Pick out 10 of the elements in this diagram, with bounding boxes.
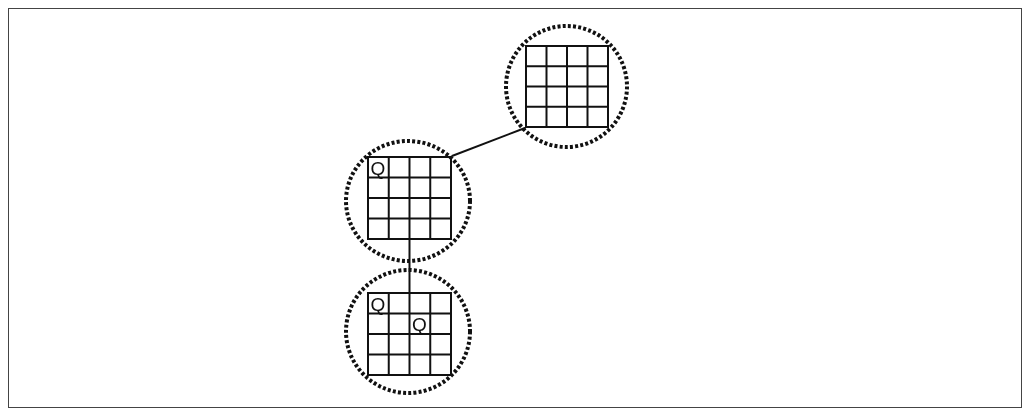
dotted-circle <box>344 268 472 395</box>
board-grid <box>367 156 452 240</box>
connector-line <box>408 239 411 293</box>
board-grid <box>525 45 609 128</box>
connector-line <box>451 127 526 157</box>
dotted-circle <box>344 139 472 263</box>
dotted-circle <box>504 24 629 149</box>
piece-label: Q <box>370 294 386 314</box>
board-grid <box>367 292 452 376</box>
piece-label: Q <box>370 158 386 178</box>
